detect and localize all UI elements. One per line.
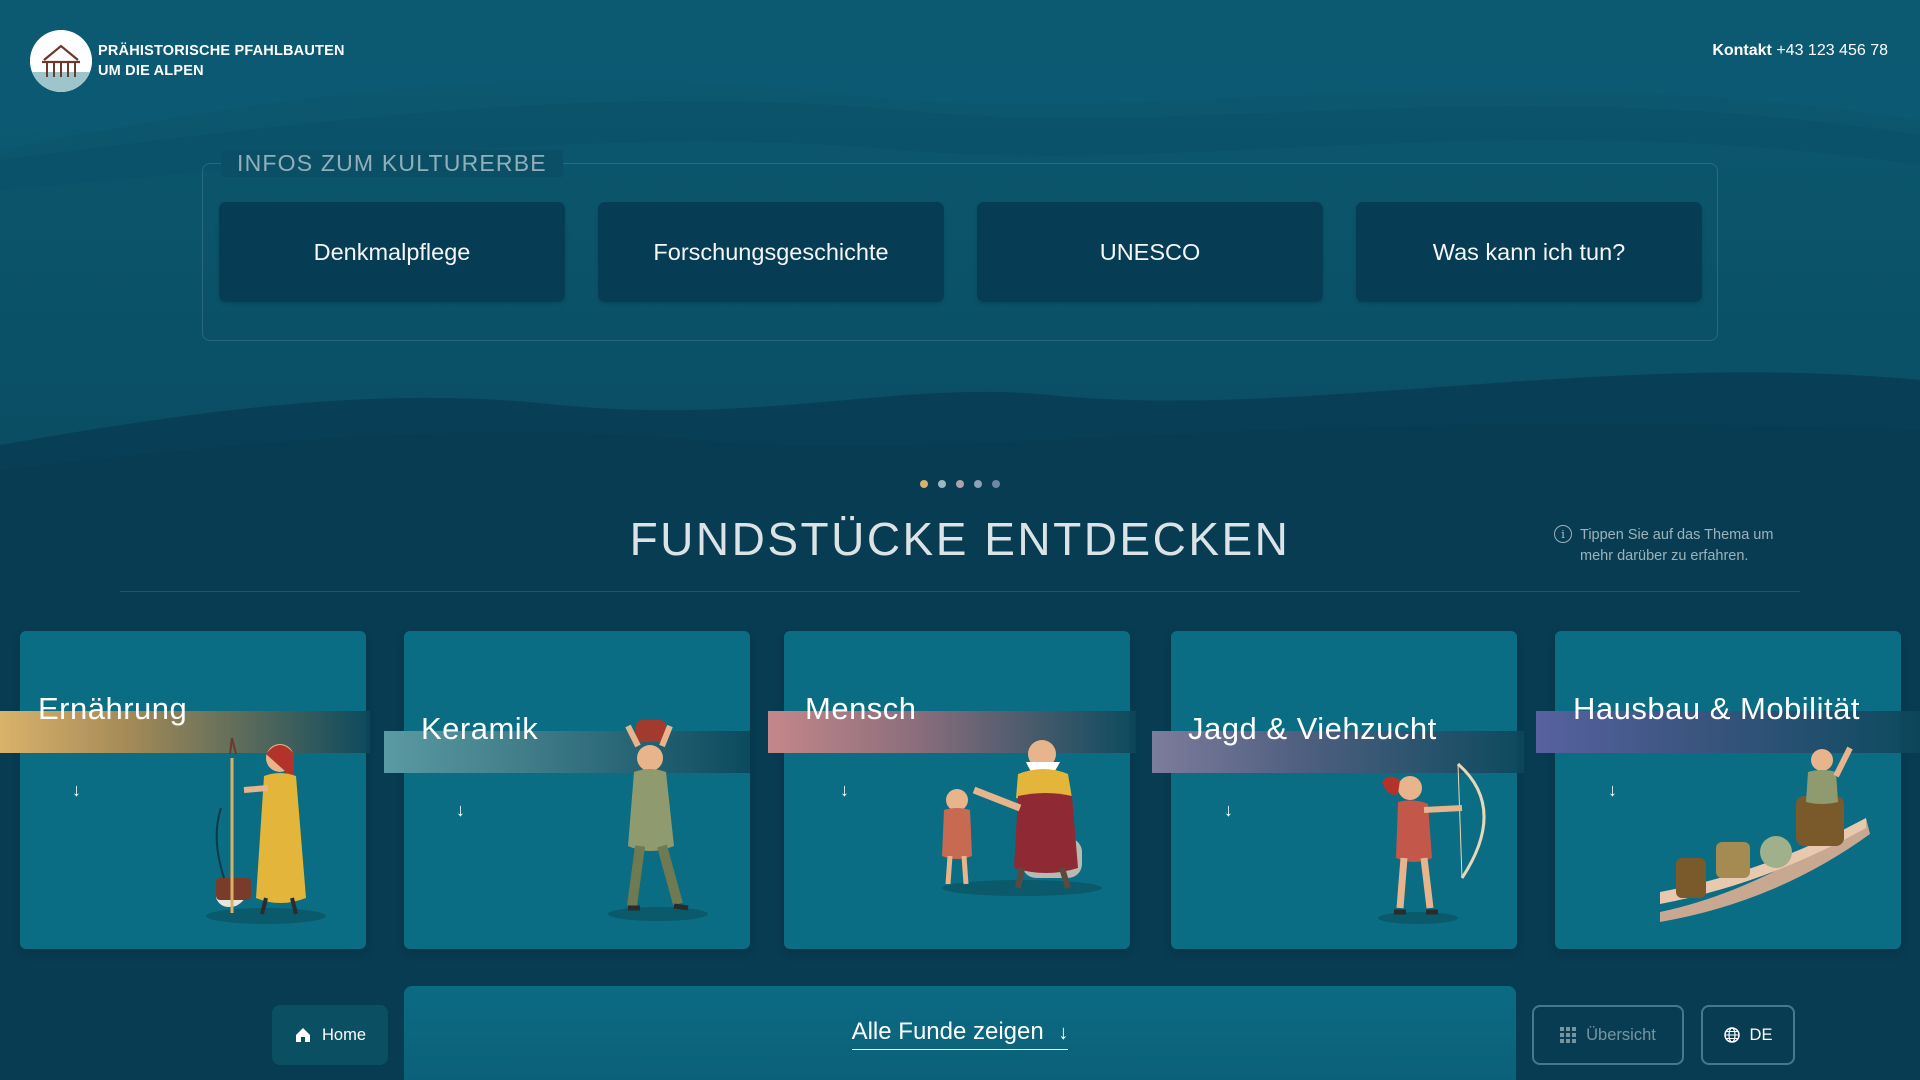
hint: i Tippen Sie auf das Thema um mehr darüb… bbox=[1554, 525, 1804, 567]
pagination-dot[interactable] bbox=[974, 480, 982, 488]
overview-button[interactable]: Übersicht bbox=[1532, 1005, 1684, 1065]
topic-label-hausbau-mobilitaet: Hausbau & Mobilität bbox=[1573, 691, 1860, 726]
arrow-down-icon: ↓ bbox=[1058, 1022, 1069, 1044]
pagination-dot[interactable] bbox=[956, 480, 964, 488]
topic-band-mensch bbox=[768, 711, 1136, 753]
denkmalpflege-button[interactable]: Denkmalpflege bbox=[219, 202, 565, 302]
heritage-info-section: INFOS ZUM KULTURERBE Denkmalpflege Forsc… bbox=[202, 150, 1718, 341]
overview-label: Übersicht bbox=[1586, 1025, 1656, 1044]
forschungsgeschichte-button[interactable]: Forschungsgeschichte bbox=[598, 202, 944, 302]
home-button[interactable]: Home bbox=[272, 1005, 388, 1065]
pagination-dot[interactable] bbox=[920, 480, 928, 488]
contact-label: Kontakt bbox=[1712, 42, 1772, 59]
language-switcher[interactable]: DE bbox=[1701, 1005, 1795, 1065]
carousel-pagination bbox=[920, 480, 1000, 488]
section-divider bbox=[120, 591, 1800, 592]
show-all-finds-label: Alle Funde zeigen bbox=[851, 1018, 1044, 1050]
hint-line-2: mehr darüber zu erfahren. bbox=[1580, 548, 1749, 564]
topic-label-jagd-viehzucht: Jagd & Viehzucht bbox=[1188, 711, 1437, 746]
heritage-info-title: INFOS ZUM KULTURERBE bbox=[221, 150, 563, 177]
logo-line-2: UM DIE ALPEN bbox=[98, 63, 204, 79]
unesco-button[interactable]: UNESCO bbox=[977, 202, 1323, 302]
topic-label-ernaehrung: Ernährung bbox=[38, 691, 188, 726]
discover-title: FUNDSTÜCKE ENTDECKEN bbox=[629, 513, 1291, 565]
globe-icon bbox=[1723, 1027, 1740, 1043]
woman-carrying-pot-figure bbox=[608, 720, 708, 921]
was-kann-ich-tun-button[interactable]: Was kann ich tun? bbox=[1356, 202, 1702, 302]
topic-label-mensch: Mensch bbox=[805, 691, 917, 726]
topic-card-keramik[interactable] bbox=[404, 631, 750, 949]
contact-phone[interactable]: +43 123 456 78 bbox=[1776, 42, 1888, 59]
pagination-dot[interactable] bbox=[938, 480, 946, 488]
hint-line-1: Tippen Sie auf das Thema um bbox=[1580, 527, 1774, 543]
arrow-down-icon: ↓ bbox=[840, 780, 849, 800]
topic-band-ernaehrung bbox=[0, 711, 370, 753]
arrow-down-icon: ↓ bbox=[1224, 800, 1233, 820]
topic-band-keramik bbox=[384, 731, 750, 773]
home-icon bbox=[295, 1028, 310, 1042]
logo-line-1: PRÄHISTORISCHE PFAHLBAUTEN bbox=[98, 43, 345, 59]
arrow-down-icon: ↓ bbox=[72, 780, 81, 800]
arrow-down-icon: ↓ bbox=[1608, 780, 1617, 800]
contact-info[interactable]: Kontakt +43 123 456 78 bbox=[1712, 42, 1888, 60]
pagination-dot[interactable] bbox=[992, 480, 1000, 488]
show-all-finds-button[interactable]: Alle Funde zeigen ↓ bbox=[404, 986, 1516, 1080]
woman-cooking-figure bbox=[206, 737, 326, 924]
language-label: DE bbox=[1749, 1025, 1773, 1044]
logo-text: PRÄHISTORISCHE PFAHLBAUTEN UM DIE ALPEN bbox=[98, 41, 345, 81]
grid-icon bbox=[1560, 1027, 1577, 1043]
elder-and-child-figure bbox=[942, 740, 1102, 896]
archer-figure bbox=[1378, 762, 1486, 924]
info-icon: i bbox=[1554, 525, 1572, 543]
arrow-down-icon: ↓ bbox=[456, 800, 465, 820]
logo[interactable]: PRÄHISTORISCHE PFAHLBAUTEN UM DIE ALPEN bbox=[30, 30, 345, 92]
home-label: Home bbox=[321, 1025, 366, 1044]
pile-dwelling-logo-icon bbox=[30, 30, 92, 92]
topic-band-hausbau-mobilitaet bbox=[1536, 711, 1920, 753]
topic-label-keramik: Keramik bbox=[421, 711, 539, 746]
topic-card-ernaehrung[interactable] bbox=[20, 631, 366, 949]
man-in-boat-figure bbox=[1660, 746, 1870, 922]
